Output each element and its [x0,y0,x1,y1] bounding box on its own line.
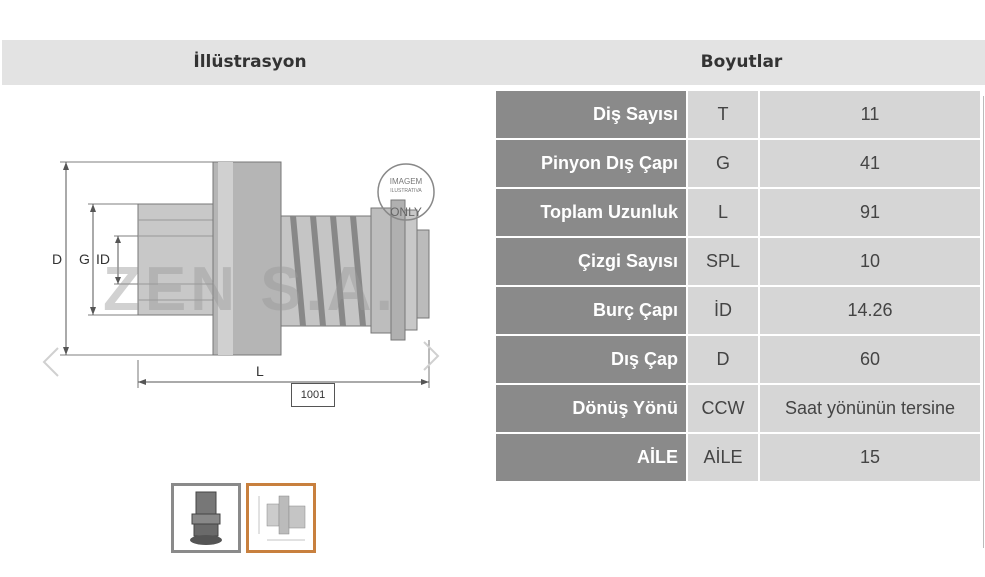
section-header-bar: İllüstrasyon Boyutlar [2,40,985,85]
table-row: Çizgi Sayısı SPL 10 [496,237,980,287]
table-row: AİLE AİLE 15 [496,433,980,483]
stamp-text-2: ILUSTRATIVA [390,188,422,194]
table-row: Dış Çap D 60 [496,335,980,385]
spec-value: 91 [759,188,980,238]
spec-value: 14.26 [759,286,980,336]
spec-value: 41 [759,139,980,189]
spec-label: Diş Sayısı [496,91,687,140]
dimensions-heading: Boyutlar [700,52,783,72]
spec-code: D [686,335,760,385]
spec-code: AİLE [686,433,760,483]
spec-value: Saat yönünün tersine [759,384,980,434]
table-row: Toplam Uzunluk L 91 [496,188,980,238]
table-row: Dönüş Yönü CCW Saat yönünün tersine [496,384,980,434]
spec-code: L [686,188,760,238]
spec-code: G [686,139,760,189]
prev-arrow-icon[interactable] [42,347,59,377]
technical-drawing: IMAGEM ILUSTRATIVA ONLY ZEN S.A. D G ID … [42,161,440,388]
dim-label-g: G [79,251,90,267]
spec-code: T [686,91,760,140]
table-row: Burç Çapı İD 14.26 [496,286,980,336]
dimensions-table: Diş Sayısı T 11 Pinyon Dış Çapı G 41 Top… [496,91,980,483]
spec-label: Toplam Uzunluk [496,188,687,238]
spec-value: 11 [759,91,980,140]
spec-code: CCW [686,384,760,434]
illustration-heading: İllüstrasyon [193,52,307,72]
drawing-preview-icon [258,495,306,541]
stamp-text-3: ONLY [390,205,422,219]
table-row: Pinyon Dış Çapı G 41 [496,139,980,189]
next-arrow-icon[interactable] [423,341,440,371]
dim-label-l: L [256,363,264,379]
spec-code: İD [686,286,760,336]
spec-label: Dönüş Yönü [496,384,687,434]
dim-label-id: ID [96,251,110,267]
spec-value: 60 [759,335,980,385]
table-row: Diş Sayısı T 11 [496,91,980,140]
spec-label: Çizgi Sayısı [496,237,687,287]
spec-label: Burç Çapı [496,286,687,336]
spec-value: 15 [759,433,980,483]
starter-drive-photo-icon [190,491,222,545]
spec-value: 10 [759,237,980,287]
dim-label-d: D [52,251,62,267]
part-number-badge: 1001 [291,383,335,407]
spec-label: AİLE [496,433,687,483]
stamp-text-1: IMAGEM [390,177,423,186]
technical-drawing-thumbnail[interactable] [246,483,316,553]
spec-code: SPL [686,237,760,287]
spec-label: Dış Çap [496,335,687,385]
zen-watermark: ZEN S.A. [103,255,397,324]
product-photo-thumbnail[interactable] [171,483,241,553]
spec-label: Pinyon Dış Çapı [496,139,687,189]
page-edge-divider [983,96,984,548]
